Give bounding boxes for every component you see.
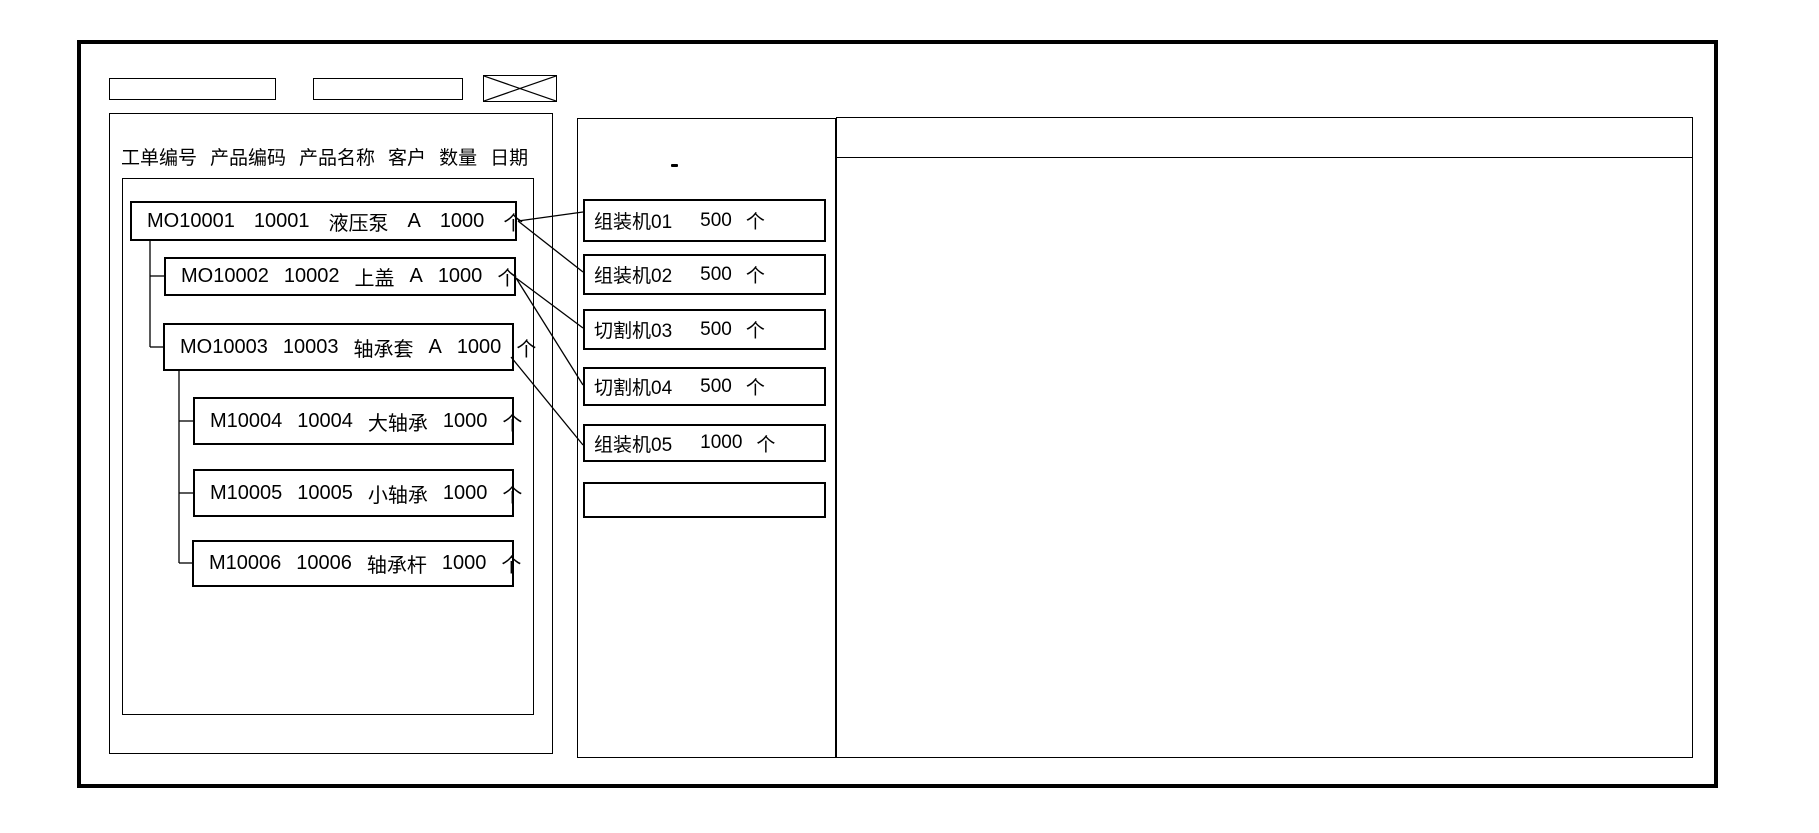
order-row-mo10001[interactable]: MO10001 10001 液压泵 A 1000 个 <box>130 201 523 241</box>
machine-qty: 500 <box>700 263 732 285</box>
column-header-order-id: 工单编号 <box>121 147 198 169</box>
order-row-m10006[interactable]: M10006 10006 轴承杆 1000 个 <box>192 540 521 587</box>
machine-unit: 个 <box>745 266 765 287</box>
unit: 个 <box>516 338 537 361</box>
stray-dot-mark <box>671 164 678 167</box>
product-name: 大轴承 <box>367 412 428 435</box>
quantity: 1000 <box>441 552 487 574</box>
work-order-column-headers: 工单编号 产品编码 产品名称 客户 数量 日期 <box>121 143 528 169</box>
machine-box-zuzhuangji02[interactable]: 组装机02 500 个 <box>583 254 826 295</box>
crossed-box-icon <box>484 76 556 101</box>
machine-unit: 个 <box>745 378 765 399</box>
machine-qty: 500 <box>700 209 732 231</box>
product-code: 10003 <box>282 335 339 358</box>
machine-box-qiegeji03[interactable]: 切割机03 500 个 <box>583 309 826 350</box>
product-code: 10006 <box>296 552 352 574</box>
column-header-product-code: 产品编码 <box>210 147 287 169</box>
quantity: 1000 <box>442 481 488 504</box>
machine-box-qiegeji04[interactable]: 切割机04 500 个 <box>583 367 826 406</box>
unit: 个 <box>503 212 524 235</box>
product-code: 10001 <box>253 209 310 232</box>
machine-unit: 个 <box>756 434 776 456</box>
product-name: 轴承套 <box>353 338 414 361</box>
column-header-customer: 客户 <box>388 147 427 169</box>
toolbar-field-2[interactable] <box>313 78 463 100</box>
product-code: 10002 <box>283 265 340 287</box>
order-id: M10005 <box>210 481 283 504</box>
order-id: MO10003 <box>180 335 268 358</box>
order-id: MO10001 <box>147 209 235 232</box>
order-id: M10004 <box>210 409 283 432</box>
machine-name: 切割机04 <box>594 378 673 399</box>
product-code: 10005 <box>297 481 353 504</box>
machine-name: 切割机03 <box>594 321 673 342</box>
unit: 个 <box>497 268 518 290</box>
product-name: 上盖 <box>354 268 395 290</box>
order-row-m10005[interactable]: M10005 10005 小轴承 1000 个 <box>193 469 522 517</box>
order-row-m10004[interactable]: M10004 10004 大轴承 1000 个 <box>193 397 522 445</box>
machine-qty: 500 <box>700 318 732 340</box>
column-header-date: 日期 <box>490 147 529 169</box>
quantity: 1000 <box>456 335 502 358</box>
customer: A <box>407 209 421 232</box>
toolbar-field-1[interactable] <box>109 78 276 100</box>
detail-panel-header-divider <box>837 157 1692 158</box>
quantity: 1000 <box>439 209 485 232</box>
unit: 个 <box>502 484 523 507</box>
machine-name: 组装机02 <box>594 266 673 287</box>
unit: 个 <box>502 412 523 435</box>
order-tree-container <box>122 178 534 715</box>
order-id: M10006 <box>209 552 282 574</box>
customer: A <box>428 335 442 358</box>
machine-box-empty[interactable] <box>583 482 826 518</box>
column-header-quantity: 数量 <box>439 147 478 169</box>
machine-qty: 500 <box>700 375 732 397</box>
machine-qty: 1000 <box>700 432 743 453</box>
unit: 个 <box>501 555 522 577</box>
column-header-product-name: 产品名称 <box>299 147 376 169</box>
quantity: 1000 <box>437 265 483 287</box>
quantity: 1000 <box>442 409 488 432</box>
order-row-mo10002[interactable]: MO10002 10002 上盖 A 1000 个 <box>164 257 518 296</box>
product-code: 10004 <box>297 409 353 432</box>
product-name: 轴承杆 <box>366 555 427 577</box>
window-frame <box>77 40 1718 788</box>
order-row-mo10003[interactable]: MO10003 10003 轴承套 A 1000 个 <box>163 323 536 371</box>
order-id: MO10002 <box>181 265 269 287</box>
machine-name: 组装机05 <box>594 434 673 456</box>
detail-panel <box>836 117 1693 758</box>
machine-unit: 个 <box>745 212 765 233</box>
machine-box-zuzhuangji01[interactable]: 组装机01 500 个 <box>583 199 826 242</box>
machine-unit: 个 <box>745 321 765 342</box>
machine-name: 组装机01 <box>594 212 673 233</box>
product-name: 液压泵 <box>328 212 389 235</box>
machine-box-zuzhuangji05[interactable]: 组装机05 1000 个 <box>583 424 826 462</box>
product-name: 小轴承 <box>367 484 428 507</box>
image-placeholder-icon[interactable] <box>483 75 557 102</box>
customer: A <box>409 265 423 287</box>
